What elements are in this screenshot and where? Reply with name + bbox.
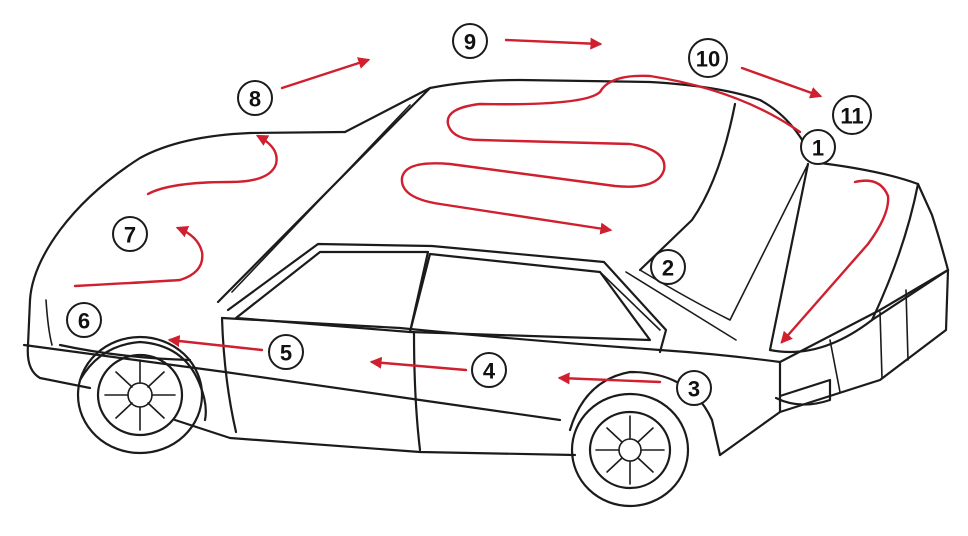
marker-10-label: 10 [696, 47, 720, 72]
arrow-9 [504, 37, 603, 50]
marker-9-label: 9 [464, 30, 476, 55]
front-wheel [76, 335, 204, 455]
marker-6-label: 6 [78, 309, 90, 334]
marker-5-label: 5 [280, 341, 292, 366]
marker-3: 3 [676, 370, 712, 406]
marker-3-label: 3 [688, 377, 700, 402]
arrow-3 [557, 372, 662, 385]
marker-4-label: 4 [483, 359, 496, 384]
arrow-7-8 [146, 134, 278, 196]
marker-11: 11 [832, 95, 872, 135]
marker-9: 9 [452, 23, 488, 59]
arrow-4 [369, 356, 468, 372]
marker-2-label: 2 [662, 256, 674, 281]
marker-1: 1 [800, 129, 836, 165]
marker-7-label: 7 [124, 223, 136, 248]
marker-4: 4 [471, 352, 507, 388]
marker-6: 6 [66, 302, 102, 338]
arrow-5 [167, 335, 264, 352]
arrow-8 [280, 57, 371, 90]
rear-wheel [570, 392, 690, 508]
marker-11-label: 11 [840, 104, 863, 129]
arrow-10 [740, 66, 823, 99]
marker-10: 10 [688, 38, 728, 78]
marker-5: 5 [268, 334, 304, 370]
marker-8: 8 [237, 80, 273, 116]
marker-8-label: 8 [249, 87, 261, 112]
roof-route-arrow [400, 74, 802, 235]
wash-route-arrows [73, 37, 890, 385]
marker-7: 7 [112, 216, 148, 252]
marker-2: 2 [650, 249, 686, 285]
car-body [22, 78, 950, 457]
arrow-6-7 [73, 225, 204, 288]
marker-1-label: 1 [812, 136, 824, 161]
trunk-route-arrow [780, 179, 890, 344]
